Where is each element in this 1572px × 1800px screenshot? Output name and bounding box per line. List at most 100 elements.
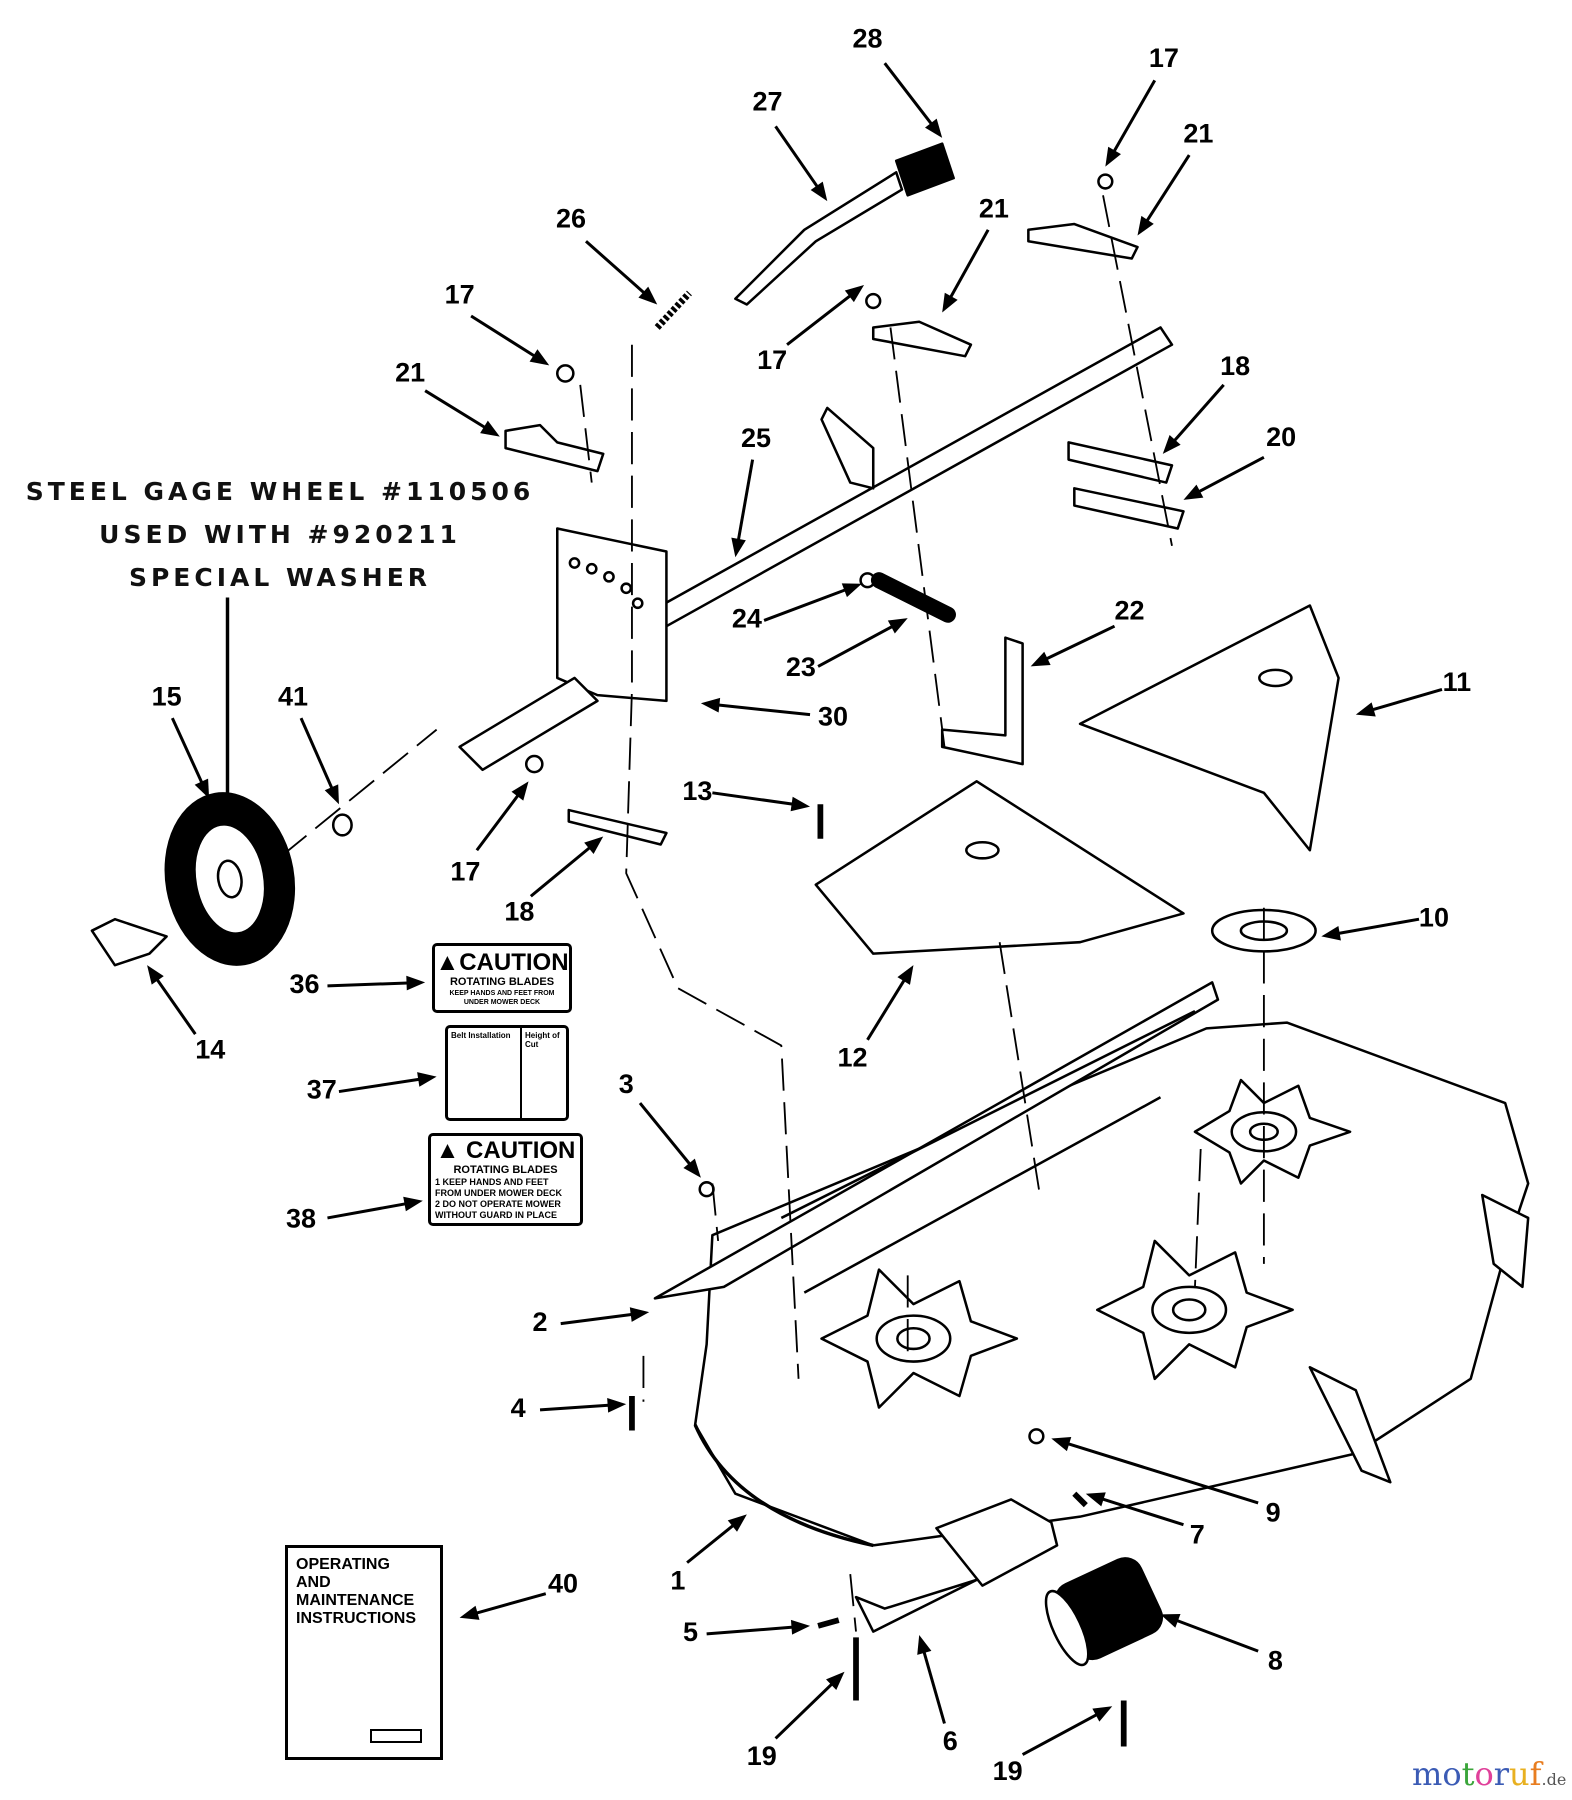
callout-number: 15 <box>152 682 182 712</box>
callout-6: 6 <box>917 1635 958 1756</box>
bolt-14 <box>90 917 168 967</box>
caution-title: ▲ CAUTION <box>435 1137 576 1164</box>
callout-number: 40 <box>548 1569 578 1599</box>
leader-line <box>1195 455 1265 495</box>
leader-line <box>866 976 908 1041</box>
leader-line <box>584 240 648 297</box>
callout-number: 6 <box>943 1726 958 1756</box>
callout-5: 5 <box>683 1617 811 1647</box>
leader-line <box>706 1625 797 1636</box>
arrowhead-icon <box>529 349 550 366</box>
callout-number: 11 <box>1443 667 1472 697</box>
lift-link-22 <box>940 636 1024 766</box>
callout-30: 30 <box>700 697 848 731</box>
leader-line <box>560 1312 636 1326</box>
callout-number: 2 <box>533 1307 548 1337</box>
callout-17: 17 <box>757 284 865 375</box>
callout-25: 25 <box>731 423 771 558</box>
leader-line <box>786 292 854 346</box>
arrowhead-icon <box>459 1605 480 1620</box>
callout-number: 24 <box>732 604 762 634</box>
callout-7: 7 <box>1085 1492 1205 1549</box>
leader-line <box>712 791 797 807</box>
arrowhead-icon <box>727 1514 747 1532</box>
leader-line <box>817 623 897 668</box>
arrowhead-icon <box>925 118 943 138</box>
watermark-letter: m <box>1412 1755 1443 1793</box>
leader-line <box>472 1592 547 1616</box>
arrowhead-icon <box>790 796 811 812</box>
blade-shield-12 <box>814 780 1185 955</box>
leader-line <box>327 1201 410 1220</box>
belt-installation-title: Belt Installation <box>448 1028 522 1118</box>
watermark-letter: r <box>1493 1755 1510 1793</box>
gage-wheel <box>164 792 296 966</box>
caution-decal-36: ▲CAUTION ROTATING BLADES KEEP HANDS AND … <box>432 943 572 1013</box>
arrowhead-icon <box>1137 215 1154 236</box>
arrowhead-icon <box>1183 484 1204 500</box>
caution-decal-38: ▲ CAUTION ROTATING BLADES 1 KEEP HANDS A… <box>428 1133 583 1226</box>
plate-18-right <box>1067 441 1174 484</box>
blade-shield-11 <box>1078 604 1340 852</box>
arrowhead-icon <box>1051 1437 1072 1452</box>
arrowhead-icon <box>638 286 658 305</box>
callout-17: 17 <box>1105 43 1179 167</box>
leader-line <box>686 1522 737 1564</box>
callout-28: 28 <box>852 23 943 138</box>
watermark-letter: u <box>1509 1755 1530 1793</box>
callout-1: 1 <box>670 1514 747 1595</box>
callout-17: 17 <box>450 781 529 886</box>
leader-line <box>338 1077 424 1094</box>
leader-line <box>1098 1496 1184 1527</box>
arrowhead-icon <box>790 1619 811 1635</box>
arrowhead-icon <box>1162 435 1181 454</box>
operating-manual-40: OPERATING AND MAINTENANCE INSTRUCTIONS <box>285 1545 443 1760</box>
callout-20: 20 <box>1183 422 1296 500</box>
decal-subtitle: ROTATING BLADES <box>449 976 555 988</box>
arrowhead-icon <box>841 583 862 598</box>
arrowhead-icon <box>942 292 958 313</box>
leader-line <box>1143 154 1191 225</box>
callout-number: 13 <box>682 776 712 806</box>
decal-line: WITHOUT GUARD IN PLACE <box>435 1210 557 1220</box>
callout-number: 22 <box>1114 596 1144 626</box>
leader-line <box>921 1648 946 1724</box>
anti-scalp-roller <box>1044 1557 1164 1667</box>
callout-number: 3 <box>619 1069 634 1099</box>
callout-18: 18 <box>1162 351 1250 454</box>
callout-number: 21 <box>395 358 425 388</box>
decal-line: 2 DO NOT OPERATE MOWER <box>435 1199 561 1209</box>
arrowhead-icon <box>147 965 164 985</box>
callout-27: 27 <box>753 87 828 202</box>
decal-line: 1 KEEP HANDS AND FEET <box>435 1177 549 1187</box>
callout-number: 37 <box>307 1075 337 1105</box>
callout-number: 12 <box>838 1043 868 1073</box>
leader-line <box>774 125 821 191</box>
arrowhead-icon <box>1105 146 1121 167</box>
arrowhead-icon <box>844 284 865 303</box>
leader-line <box>774 1680 836 1740</box>
strap-21-left <box>504 423 605 473</box>
arrowhead-icon <box>700 697 721 713</box>
arrowhead-icon <box>584 836 604 854</box>
motoruf-watermark[interactable]: motoruf.de <box>1412 1755 1566 1793</box>
watermark-letter: o <box>1442 1755 1462 1793</box>
callout-17: 17 <box>445 280 550 366</box>
lift-lever <box>734 171 904 306</box>
height-of-cut-decal-37: Belt Installation Height of Cut <box>445 1025 569 1121</box>
callout-12: 12 <box>838 965 914 1073</box>
callout-number: 41 <box>278 682 308 712</box>
leader-line <box>539 1403 613 1412</box>
callout-3: 3 <box>619 1069 701 1178</box>
lever-grip <box>894 142 955 197</box>
callout-15: 15 <box>152 682 210 799</box>
callout-36: 36 <box>289 969 426 999</box>
caution-title: ▲CAUTION <box>435 949 569 976</box>
decal-line: FROM UNDER MOWER DECK <box>435 1188 562 1198</box>
pin-23 <box>870 572 956 623</box>
callout-40: 40 <box>459 1569 578 1620</box>
callout-number: 26 <box>556 204 586 234</box>
leader-line <box>1021 1711 1101 1756</box>
